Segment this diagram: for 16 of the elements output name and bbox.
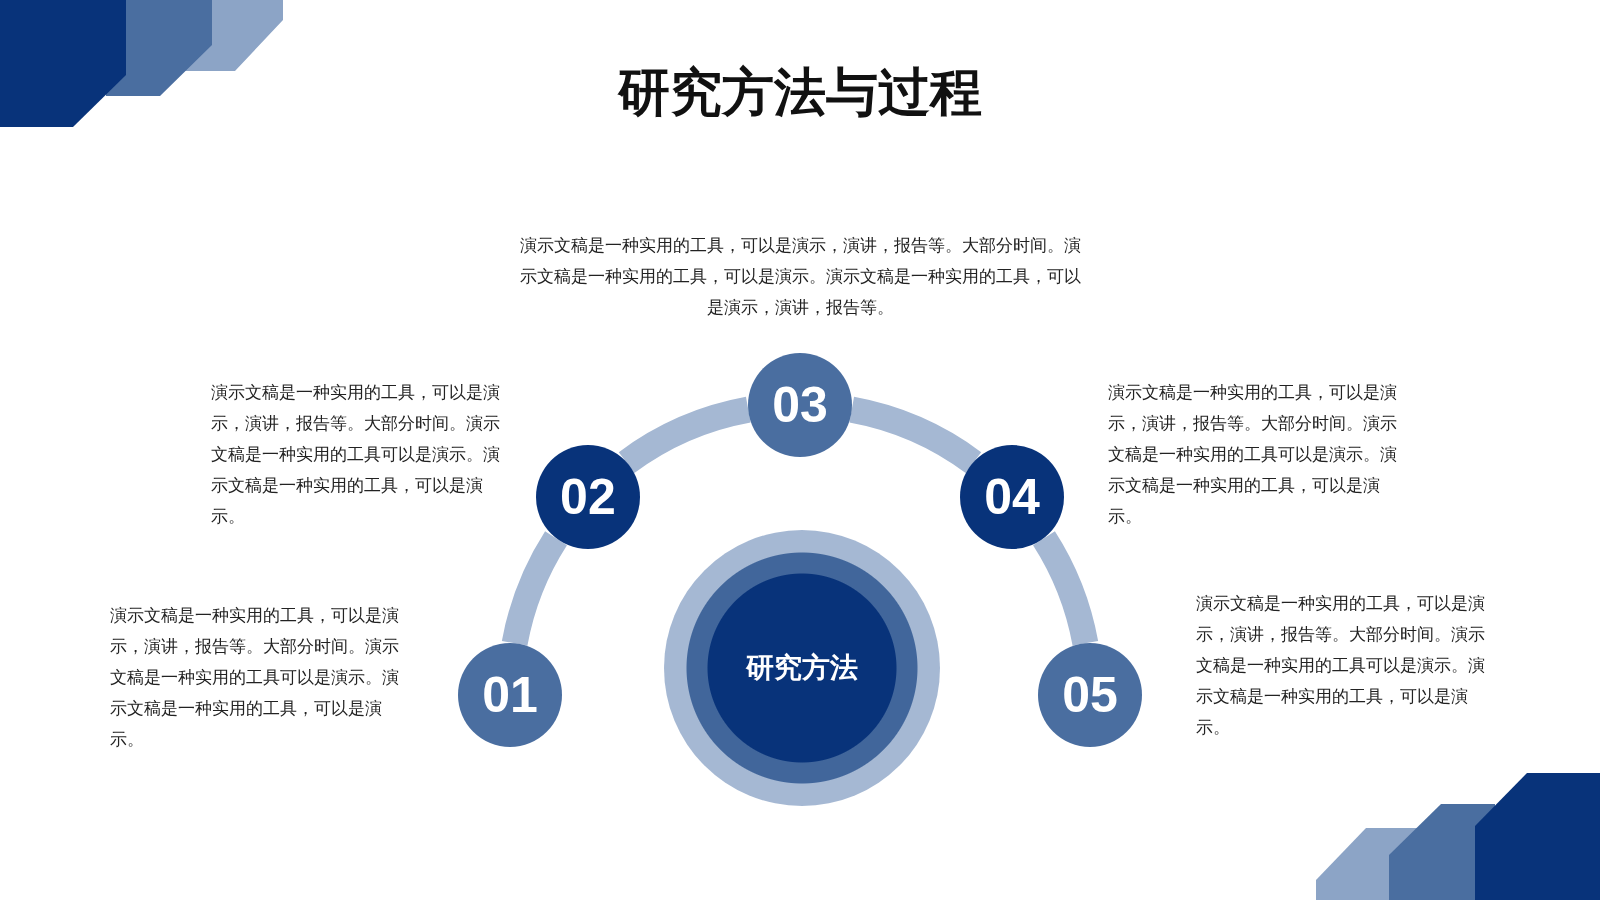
center-circle: 研究方法	[664, 530, 940, 806]
step-number-circle: 01	[458, 643, 562, 747]
description-text: 演示文稿是一种实用的工具，可以是演示，演讲，报告等。大部分时间。演示文稿是一种实用的工具可以是演示。演示文稿是一种实用的工具，可以是演示。	[1108, 381, 1398, 528]
step-number-circle: 03	[748, 353, 852, 457]
step-number-circle: 04	[960, 445, 1065, 550]
arc-connector	[619, 397, 752, 474]
arc-connector	[502, 531, 568, 647]
description-text: 演示文稿是一种实用的工具，可以是演示，演讲，报告等。大部分时间。演示文稿是一种实用的工具可以是演示。演示文稿是一种实用的工具，可以是演示。	[211, 381, 501, 528]
description-text: 演示文稿是一种实用的工具，可以是演示，演讲，报告等。大部分时间。演示文稿是一种实用的工具可以是演示。演示文稿是一种实用的工具，可以是演示。	[110, 604, 400, 751]
arc-connector	[1032, 531, 1098, 647]
title: 研究方法与过程	[618, 61, 982, 124]
description-text: 演示文稿是一种实用的工具，可以是演示，演讲，报告等。大部分时间。演示文稿是一种实用的工具可以是演示。演示文稿是一种实用的工具，可以是演示。	[1196, 592, 1486, 739]
step-number-circle: 05	[1038, 643, 1142, 747]
description-text: 演示文稿是一种实用的工具，可以是演示，演讲，报告等。大部分时间。演示文稿是一种实用的工具，可以是演示。演示文稿是一种实用的工具，可以是演示，演讲，报告等。	[518, 234, 1082, 319]
step-number-circle: 02	[535, 445, 640, 550]
arc-connector	[848, 397, 981, 474]
